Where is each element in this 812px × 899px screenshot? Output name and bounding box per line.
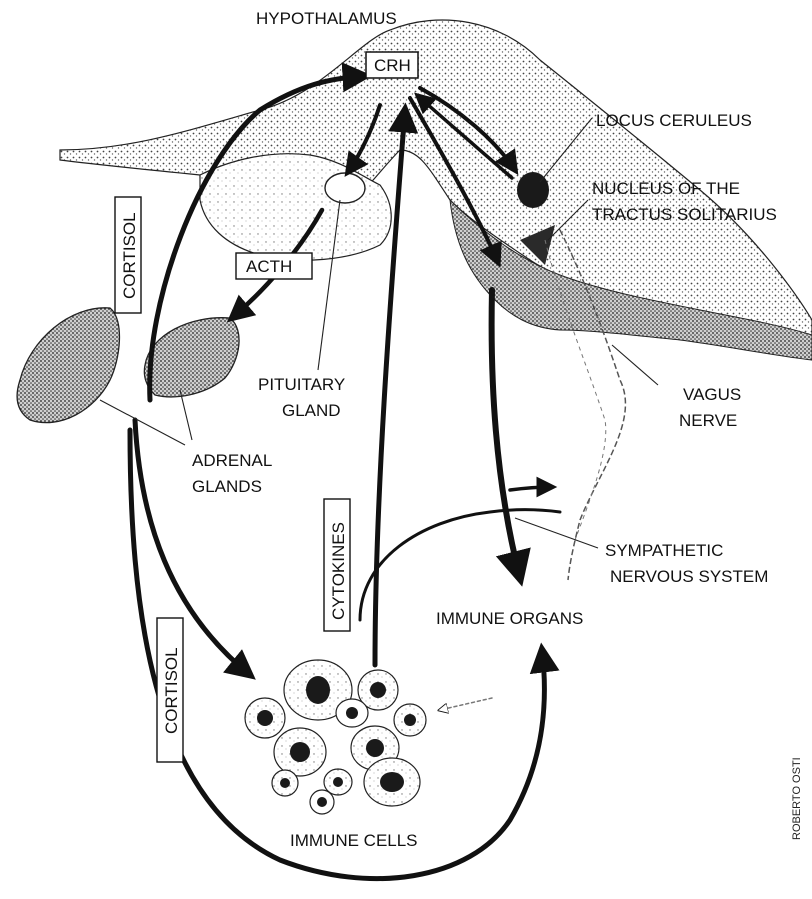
immune-cell — [306, 676, 330, 704]
sympathetic-label-line1: SYMPATHETIC — [605, 541, 723, 560]
cortisol-lower-label: CORTISOL — [162, 647, 181, 734]
vagus-label-line2: NERVE — [679, 411, 737, 430]
sympathetic-arrow — [492, 290, 520, 578]
open-arrow-to-cells — [440, 698, 492, 710]
cytokines-label: CYTOKINES — [329, 522, 348, 620]
immune-cell — [257, 710, 273, 726]
pituitary-label-line2: GLAND — [282, 401, 341, 420]
immune-organs-curve — [360, 510, 560, 620]
immune-cell — [366, 739, 384, 757]
immune-cells-cluster — [245, 660, 426, 814]
immune-cell — [280, 778, 290, 788]
pituitary-gland — [325, 173, 365, 203]
nucleus-label-line1: NUCLEUS OF THE — [592, 179, 740, 198]
adrenal-gland-right — [144, 318, 239, 397]
adrenal-gland-left — [17, 308, 119, 423]
immune-cells-label: IMMUNE CELLS — [290, 831, 418, 850]
immune-cell — [290, 742, 310, 762]
immune-organs-label: IMMUNE ORGANS — [436, 609, 583, 628]
crh-label: CRH — [374, 56, 411, 75]
leader-vagus — [612, 345, 658, 385]
cytokines-box: CYTOKINES — [324, 499, 350, 631]
adrenal-label-line1: ADRENAL — [192, 451, 272, 470]
leader-sympathetic — [515, 518, 598, 548]
adrenal-glands — [17, 308, 239, 423]
artist-credit: ROBERTO OSTI — [791, 757, 803, 840]
immune-cell — [333, 777, 343, 787]
leader-adrenal-left — [100, 400, 185, 445]
pituitary-label-line1: PITUITARY — [258, 375, 345, 394]
hypothalamus-label: HYPOTHALAMUS — [256, 9, 397, 28]
immune-cell — [346, 707, 358, 719]
cortisol-upper-box: CORTISOL — [115, 197, 141, 313]
outer-loop-arrow — [130, 430, 544, 879]
cortisol-upper-label: CORTISOL — [120, 212, 139, 299]
acth-label: ACTH — [246, 257, 292, 276]
adrenal-label-line2: GLANDS — [192, 477, 262, 496]
immune-cell — [404, 714, 416, 726]
brain-illustration — [60, 20, 812, 580]
immune-cell — [380, 772, 404, 792]
immune-cell — [370, 682, 386, 698]
cortisol-lower-box: CORTISOL — [157, 618, 183, 762]
nucleus-label-line2: TRACTUS SOLITARIUS — [592, 205, 777, 224]
sympathetic-branch-arrow — [510, 487, 552, 490]
sympathetic-label-line2: NERVOUS SYSTEM — [610, 567, 768, 586]
artist-credit-text: ROBERTO OSTI — [791, 757, 803, 840]
leader-adrenal-right — [180, 390, 192, 440]
locus-ceruleus-label: LOCUS CERULEUS — [596, 111, 752, 130]
vagus-label-line1: VAGUS — [683, 385, 741, 404]
immune-cell — [317, 797, 327, 807]
